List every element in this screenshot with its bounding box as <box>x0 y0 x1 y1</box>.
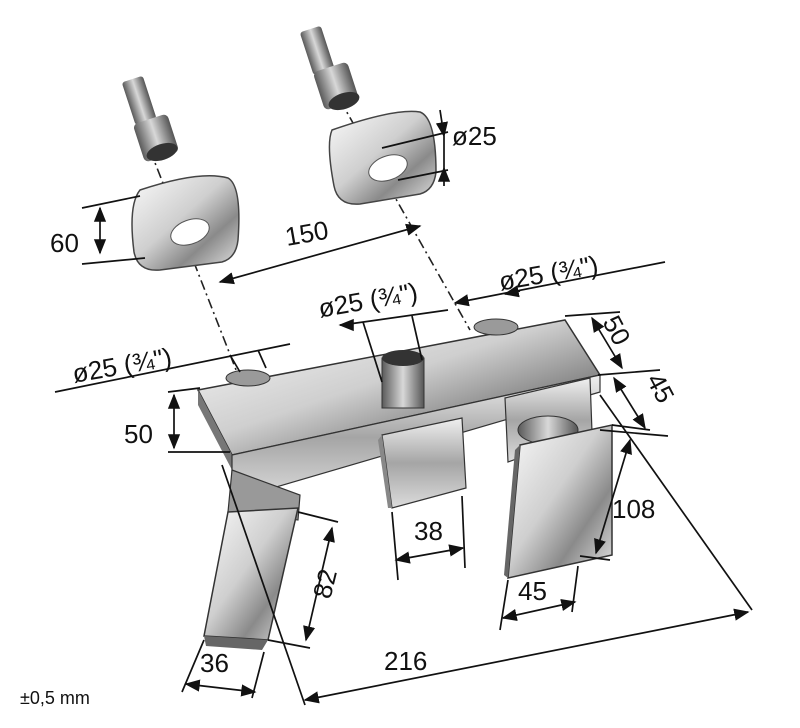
dim-handle-height: 108 <box>612 494 655 524</box>
dim-handle-width: 45 <box>518 576 547 606</box>
dim-total-length: 216 <box>384 646 427 676</box>
connector-right <box>300 26 360 111</box>
spout <box>203 469 301 650</box>
tolerance-note: ±0,5 mm <box>20 688 90 708</box>
dim-pipe-diameter: ø25 <box>452 121 497 151</box>
dim-spout-width: 36 <box>200 648 229 678</box>
dim-body-depth: 50 <box>597 310 637 350</box>
lever-handle <box>504 377 613 579</box>
dim-inlet-right: ø25 (¾") <box>497 250 601 297</box>
dim-escutcheon-height: 60 <box>50 228 79 258</box>
connector-left <box>122 76 178 162</box>
dim-spout-height: 82 <box>307 566 343 601</box>
escutcheon-right <box>328 110 437 205</box>
dim-inlet-left: ø25 (¾") <box>70 342 174 389</box>
dim-body-height: 50 <box>124 419 153 449</box>
dim-center-spacing: 150 <box>283 215 331 252</box>
dim-handle-depth: 45 <box>641 368 681 408</box>
dim-diverter-width: 38 <box>414 516 443 546</box>
escutcheon-left <box>131 174 240 271</box>
dimension-lines <box>54 109 753 706</box>
